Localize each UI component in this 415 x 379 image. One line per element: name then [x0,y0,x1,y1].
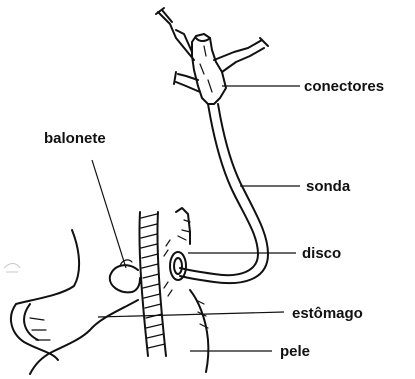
label-sonda: sonda [306,178,351,195]
skin-illustration [176,208,208,372]
connectors-illustration [156,8,268,104]
tube-illustration [180,104,268,283]
label-estomago: estômago [292,305,363,322]
label-pele: pele [280,343,310,360]
leader-balonete [92,160,126,268]
leader-estomago [98,312,284,317]
stomach-wall-illustration [139,212,166,356]
label-disco: disco [302,245,341,262]
background-marks [4,264,20,273]
label-conectores: conectores [304,78,384,95]
label-balonete: balonete [44,130,106,147]
stomach-illustration [11,230,138,374]
disc-illustration [164,240,186,296]
